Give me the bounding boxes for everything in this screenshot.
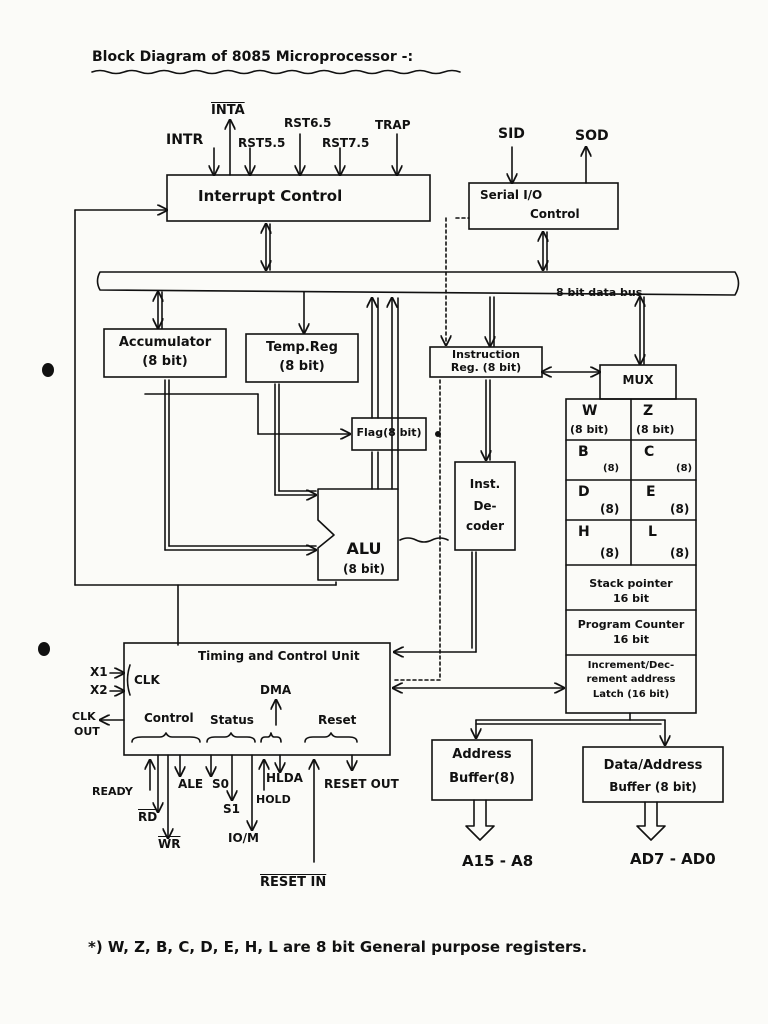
reset-out-label: RESET OUT [324,777,399,791]
flag-label: Flag(8 bit) [356,426,422,439]
feedback-lines [74,210,470,681]
reg-d-label: D [578,484,590,500]
reg-c-label: C [644,444,655,460]
clk-out-label-1: CLK [72,710,96,723]
temp-reg-box [245,333,359,383]
ale-label: ALE [178,777,204,791]
x1-label: X1 [90,665,108,679]
data-bus-shape [96,271,740,296]
reg-c-size: (8) [676,463,693,474]
instruction-reg-box [429,346,543,378]
reg-l-label: L [648,524,657,540]
punch-hole-bottom [38,642,50,656]
accumulator-label-2: (8 bit) [142,354,188,369]
inst-decoder-label-3: coder [465,519,504,533]
stack-pointer-label-1: Stack pointer [589,577,673,590]
rst75-label: RST7.5 [322,136,370,150]
reg-h-size: (8) [600,546,620,560]
address-buffer-label-2: Buffer(8) [449,771,515,786]
reg-e-size: (8) [670,502,690,516]
clk-out-label-2: OUT [74,725,100,738]
dma-label: DMA [260,683,292,697]
hold-label: HOLD [256,793,291,806]
address-high-bus-label: A15 - A8 [462,852,534,870]
control-label: Control [144,711,194,725]
address-out-arrow [465,799,495,841]
rst55-label: RST5.5 [238,136,286,150]
punch-hole-top [42,363,54,377]
inst-decoder-label-2: De- [473,499,497,513]
timing-control-box [123,642,391,756]
address-data-low-bus-label: AD7 - AD0 [630,850,716,868]
inc-dec-label-2: rement address [586,674,676,685]
data-address-buffer-box [582,746,724,803]
ready-label: READY [92,785,133,798]
sid-label: SID [498,126,525,142]
clk-label: CLK [134,673,160,687]
mux-label: MUX [622,373,654,387]
reg-d-size: (8) [600,502,620,516]
reset-label: Reset [318,713,357,727]
control-signal-lines [150,754,352,863]
wr-label: WR [158,837,181,851]
accumulator-label-1: Accumulator [118,335,212,350]
reg-h-label: H [578,524,590,540]
intr-label: INTR [166,132,204,148]
reg-b-label: B [578,444,589,460]
hlda-label: HLDA [266,771,303,785]
serial-io-label-1: Serial I/O [480,188,543,202]
inc-dec-label-1: Increment/Dec- [587,660,675,671]
reg-l-size: (8) [670,546,690,560]
reg-z-size: (8 bit) [636,423,675,436]
status-label: Status [210,713,254,727]
reg-z-label: Z [643,403,654,419]
temp-reg-label-1: Temp.Reg [266,340,338,355]
alu-label-2: (8 bit) [343,562,385,576]
inta-label: INTA [211,103,245,118]
flag-box [351,417,427,451]
datapath-lines [144,298,449,550]
stack-pointer-label-2: 16 bit [612,592,650,605]
serial-io-label-2: Control [530,207,580,221]
rd-label: RD [138,810,158,824]
trap-label: TRAP [375,118,411,132]
io-m-label: IO/M [228,831,259,845]
reg-b-size: (8) [603,463,620,474]
s0-label: S0 [212,777,229,791]
address-buffer-box [431,739,533,801]
reg-w-size: (8 bit) [570,423,609,436]
data-address-buffer-label-2: Buffer (8 bit) [609,780,697,794]
reset-in-label: RESET IN [260,875,327,890]
instruction-reg-label-2: Reg. (8 bit) [450,361,522,374]
bus-double-arrows [158,224,644,364]
instruction-reg-label-1: Instruction [452,348,520,361]
reg-w-label: W [582,403,598,419]
program-counter-label-2: 16 bit [612,633,650,646]
data-out-arrow [636,801,666,841]
inst-decoder-label-1: Inst. [469,477,501,491]
reg-e-label: E [646,484,656,500]
page-title: Block Diagram of 8085 Microprocessor -: [92,49,414,65]
x2-label: X2 [90,683,108,697]
accumulator-box [103,328,227,378]
inc-dec-label-3: Latch (16 bit) [592,689,670,700]
timing-control-label: Timing and Control Unit [198,649,360,663]
address-buffer-label-1: Address [452,747,512,762]
serial-io-box [468,182,619,230]
data-address-buffer-label-1: Data/Address [603,758,703,773]
alu-label-1: ALU [346,539,382,558]
program-counter-label-1: Program Counter [577,618,685,631]
sod-label: SOD [575,128,609,144]
alu-shape [317,488,399,581]
data-bus-label: 8 bit data bus [556,286,643,299]
temp-reg-label-2: (8 bit) [279,359,325,374]
footnote: *) W, Z, B, C, D, E, H, L are 8 bit Gene… [88,938,588,956]
inst-decoder-box [454,461,516,551]
title-underline [91,69,461,75]
rst65-label: RST6.5 [284,116,332,130]
interrupt-control-label: Interrupt Control [198,187,343,205]
s1-label: S1 [223,802,240,816]
